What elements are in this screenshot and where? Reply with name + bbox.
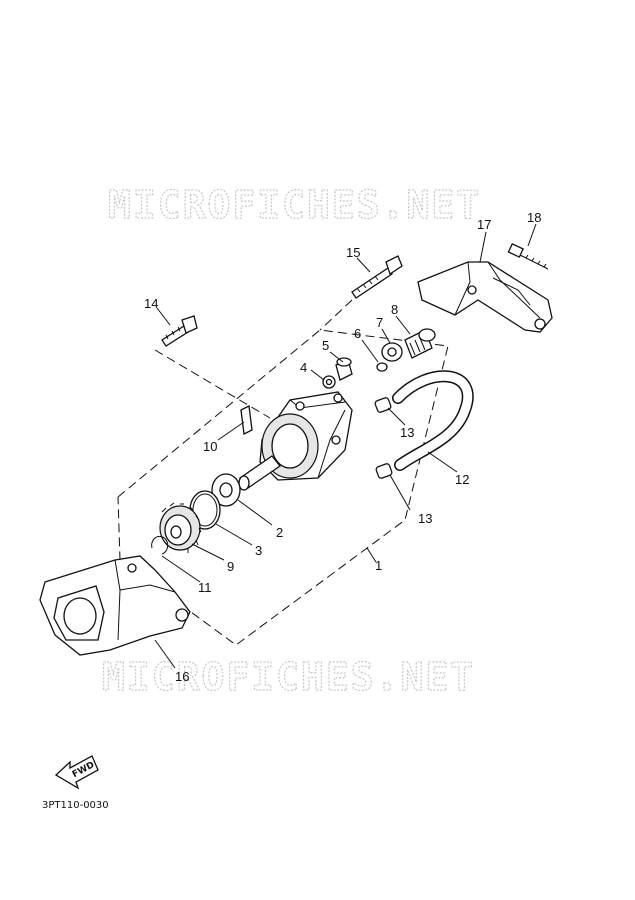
bolt-15 [351, 255, 403, 299]
pin-10 [240, 405, 253, 435]
callout-6: 6 [354, 326, 361, 341]
washer-4 [322, 375, 336, 389]
callout-2: 2 [276, 525, 283, 540]
callout-3: 3 [255, 543, 262, 558]
plug-5 [335, 357, 353, 381]
callout-1: 1 [375, 558, 382, 573]
bolt-guide-line-15 [319, 299, 353, 331]
callout-8: 8 [391, 302, 398, 317]
bolt-guide-lines [154, 349, 271, 419]
callout-15: 15 [346, 245, 360, 260]
callout-9: 9 [227, 559, 234, 574]
callout-16: 16 [175, 669, 189, 684]
relief-plug-8 [404, 328, 436, 359]
callout-7: 7 [376, 315, 383, 330]
callout-5: 5 [322, 338, 329, 353]
bearing-2 [211, 473, 241, 507]
gear-9 [159, 502, 202, 553]
callout-13-lower: 13 [418, 511, 432, 526]
leader-lines [154, 223, 537, 669]
watermark-bottom: MICROFICHES.NET [102, 655, 475, 699]
screw-18 [507, 242, 549, 270]
callout-13-upper: 13 [400, 425, 414, 440]
callout-18: 18 [527, 210, 541, 225]
clamp-13-upper [374, 397, 392, 413]
bracket-17 [417, 261, 553, 333]
nut-7 [381, 342, 403, 362]
diagram-code: 3PT110-0030 [42, 800, 109, 811]
bolt-14 [161, 315, 198, 347]
callout-11: 11 [198, 580, 212, 595]
hose-12 [392, 370, 474, 471]
watermark-top: MICROFICHES.NET [108, 183, 481, 227]
oil-pump-body [238, 391, 353, 491]
clamp-13-lower [375, 463, 393, 479]
callout-4: 4 [300, 360, 307, 375]
callout-10: 10 [203, 439, 217, 454]
callout-17: 17 [477, 217, 491, 232]
fwd-arrow-icon: FWD [54, 755, 99, 790]
crankcase-16 [39, 555, 191, 656]
washer-6 [376, 362, 388, 372]
callout-14: 14 [144, 296, 158, 311]
callout-12: 12 [455, 472, 469, 487]
circlip-11 [151, 535, 169, 555]
